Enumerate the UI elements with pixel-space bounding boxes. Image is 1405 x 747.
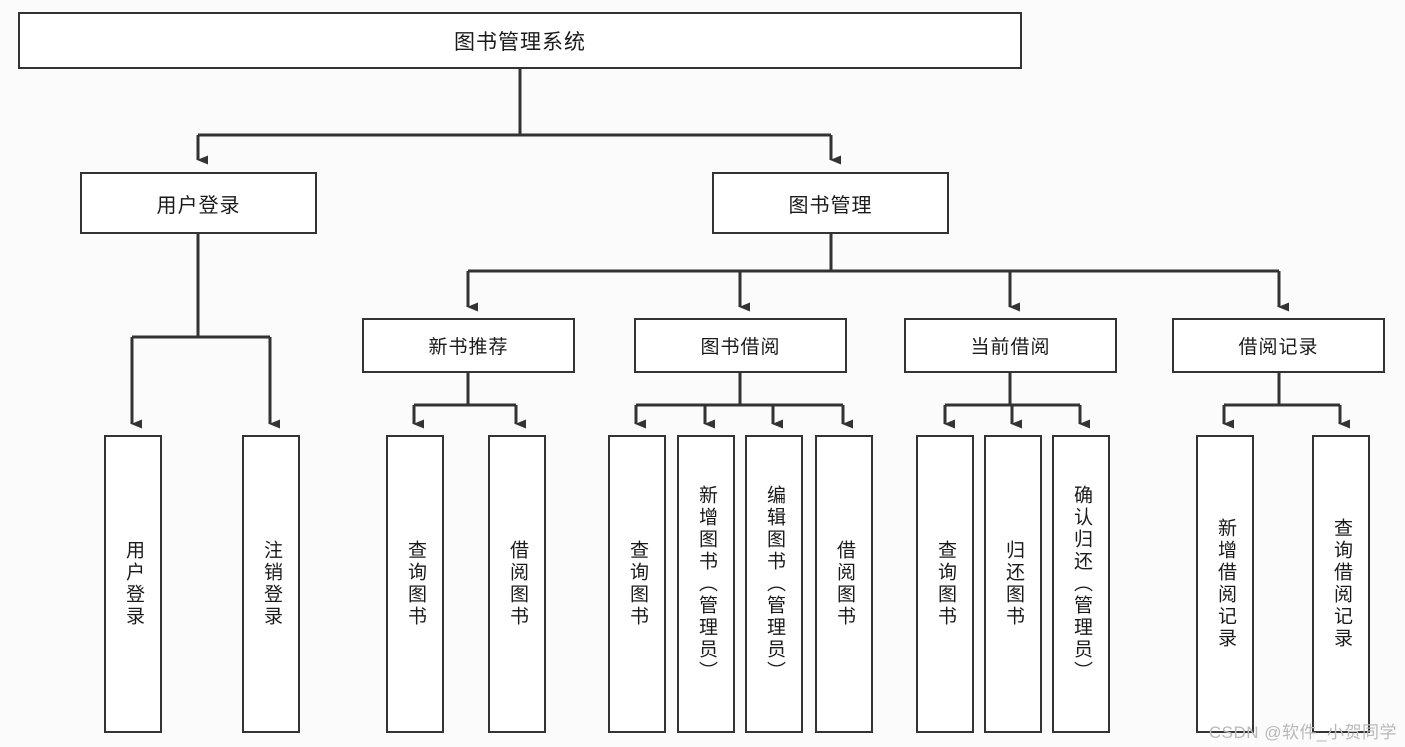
node-label: 确认归还（管理员） bbox=[1070, 485, 1092, 683]
node-label: 当前借阅 bbox=[970, 337, 1051, 358]
node-label: 借阅图书 bbox=[833, 540, 855, 628]
node-new-book-recommend[interactable]: 新书推荐 bbox=[362, 318, 575, 373]
node-leaf-edit-book-admin[interactable]: 编辑图书（管理员） bbox=[745, 435, 803, 733]
node-leaf-user-login[interactable]: 用户登录 bbox=[104, 435, 162, 733]
node-leaf-query-borrow-record[interactable]: 查询借阅记录 bbox=[1312, 435, 1370, 733]
node-label: 图书管理 bbox=[788, 194, 873, 217]
node-borrow-record[interactable]: 借阅记录 bbox=[1172, 318, 1385, 373]
node-label: 借阅记录 bbox=[1238, 337, 1319, 358]
node-leaf-add-borrow-record[interactable]: 新增借阅记录 bbox=[1196, 435, 1254, 733]
node-leaf-query-book-recommend[interactable]: 查询图书 bbox=[386, 435, 444, 733]
node-user-login[interactable]: 用户登录 bbox=[80, 172, 317, 234]
node-label: 查询图书 bbox=[934, 540, 956, 628]
node-leaf-query-book-borrow[interactable]: 查询图书 bbox=[608, 435, 666, 733]
node-label: 新增图书（管理员） bbox=[695, 485, 717, 683]
node-leaf-confirm-return-admin[interactable]: 确认归还（管理员） bbox=[1052, 435, 1110, 733]
node-label: 用户登录 bbox=[156, 194, 241, 217]
node-leaf-borrow-book-recommend[interactable]: 借阅图书 bbox=[488, 435, 546, 733]
node-label: 归还图书 bbox=[1002, 540, 1024, 628]
node-label: 新书推荐 bbox=[428, 337, 509, 358]
node-label: 新增借阅记录 bbox=[1214, 518, 1236, 650]
node-leaf-add-book-admin[interactable]: 新增图书（管理员） bbox=[677, 435, 735, 733]
node-current-borrow[interactable]: 当前借阅 bbox=[904, 318, 1117, 373]
node-label: 借阅图书 bbox=[506, 540, 528, 628]
node-book-management[interactable]: 图书管理 bbox=[712, 172, 949, 234]
node-leaf-return-book[interactable]: 归还图书 bbox=[984, 435, 1042, 733]
csdn-watermark: CSDN @软件_小贺同学 bbox=[1208, 723, 1397, 742]
node-leaf-query-book-current[interactable]: 查询图书 bbox=[916, 435, 974, 733]
node-label: 查询借阅记录 bbox=[1330, 518, 1352, 650]
node-label: 图书管理系统 bbox=[454, 30, 586, 54]
node-label: 图书借阅 bbox=[700, 337, 781, 358]
node-label: 用户登录 bbox=[122, 540, 144, 628]
node-label: 注销登录 bbox=[260, 540, 282, 628]
node-leaf-borrow-book[interactable]: 借阅图书 bbox=[815, 435, 873, 733]
node-leaf-logout[interactable]: 注销登录 bbox=[242, 435, 300, 733]
node-label: 查询图书 bbox=[404, 540, 426, 628]
node-label: 查询图书 bbox=[626, 540, 648, 628]
node-label: 编辑图书（管理员） bbox=[763, 485, 785, 683]
node-book-borrow[interactable]: 图书借阅 bbox=[634, 318, 847, 373]
node-root-book-management-system[interactable]: 图书管理系统 bbox=[18, 12, 1022, 69]
